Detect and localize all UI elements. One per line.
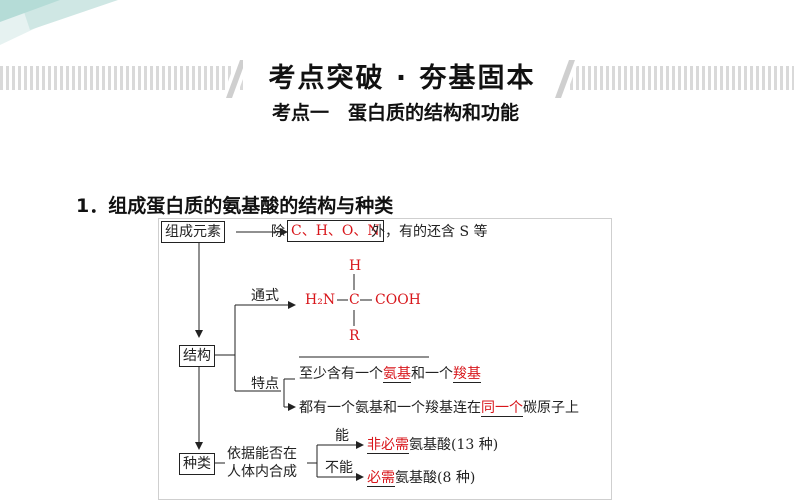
general-formula-label: 通式 — [251, 288, 279, 304]
types-essential-row: 必需氨基酸(8 种) — [367, 469, 475, 487]
composition-suffix: 外，有的还含 S 等 — [371, 224, 488, 240]
banner-title: 考点突破 · 夯基固本 — [268, 63, 536, 94]
types-cannot-label: 不能 — [325, 460, 353, 476]
types-criterion-line-1: 依据能否在 — [227, 446, 297, 462]
composition-label: 组成元素 — [161, 221, 225, 243]
nonessential-suffix: 氨基酸(13 种) — [409, 437, 499, 453]
feature-1-text-c: 和一个 — [411, 366, 453, 382]
feature-line-1: 至少含有一个氨基和一个羧基 — [299, 365, 481, 383]
composition-prefix: 除 — [271, 224, 285, 240]
banner-panel — [243, 60, 561, 98]
types-can-label: 能 — [335, 428, 349, 444]
formula-r: R — [349, 328, 360, 344]
feature-line-2: 都有一个氨基和一个羧基连在同一个碳原子上 — [299, 399, 579, 417]
diagram-connectors — [195, 228, 429, 481]
section-heading: 1．组成蛋白质的氨基酸的结构与种类 — [76, 195, 394, 217]
essential-suffix: 氨基酸(8 种) — [395, 470, 476, 486]
types-nonessential-row: 非必需氨基酸(13 种) — [367, 436, 498, 454]
nonessential-answer: 非必需 — [367, 437, 409, 454]
formula-carbon: C — [349, 292, 360, 308]
corner-decoration — [0, 0, 118, 45]
feature-1-text-a: 至少含有一个 — [299, 366, 383, 382]
feature-2-text-a: 都有一个氨基和一个羧基连在 — [299, 400, 481, 416]
types-criterion-line-2: 人体内合成 — [227, 464, 297, 480]
section-banner: 考点突破 · 夯基固本 — [0, 60, 794, 98]
banner-right-slash — [551, 60, 579, 98]
formula-cooh: COOH — [375, 292, 421, 308]
structure-label: 结构 — [179, 345, 215, 367]
formula-h-top: H — [349, 258, 362, 274]
composition-elements: C、H、O、N — [287, 220, 384, 242]
features-label: 特点 — [251, 376, 279, 392]
amino-acid-diagram: 组成元素 除 C、H、O、N 外，有的还含 S 等 结构 通式 H H₂N C … — [158, 218, 612, 500]
feature-2-text-c: 碳原子上 — [523, 400, 579, 416]
feature-2-same-carbon: 同一个 — [481, 400, 523, 417]
essential-answer: 必需 — [367, 470, 395, 487]
formula-h2n: H₂N — [305, 292, 336, 308]
types-label: 种类 — [179, 453, 215, 475]
page-subtitle: 考点一 蛋白质的结构和功能 — [272, 102, 520, 124]
feature-1-amino: 氨基 — [383, 366, 411, 383]
feature-1-carboxyl: 羧基 — [453, 366, 481, 383]
